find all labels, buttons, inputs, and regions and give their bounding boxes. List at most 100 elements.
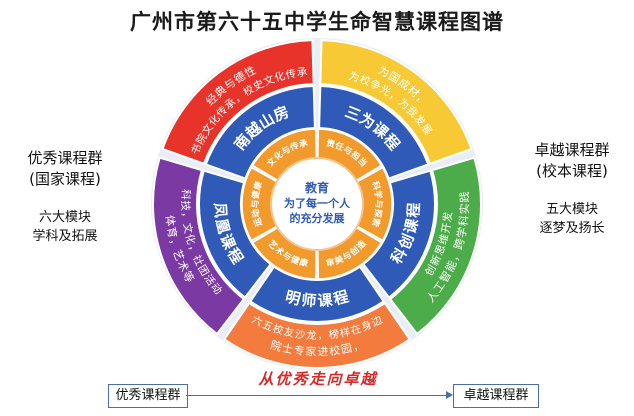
svg-text:沙: 沙 [294,328,306,341]
flow-from-box: 优秀课程群 [108,384,188,408]
course-name-3: 明师课程 [283,287,350,310]
slogan-text: 从优秀走向卓越 [258,370,378,388]
svg-text:校: 校 [358,73,373,89]
left-group-heading-2: (国家课程) [29,170,101,188]
svg-text:龙: 龙 [306,329,318,342]
svg-text:思: 思 [433,243,448,257]
outer-segment-4 [152,156,246,336]
left-course-group: 优秀课程群 (国家课程) 六大模块 学科及拓展 [5,148,125,246]
svg-text:审: 审 [325,257,336,270]
svg-text:文: 文 [180,222,195,235]
svg-text:探: 探 [372,208,384,219]
svg-text:样: 样 [339,325,352,340]
page-title: 广州市第六十五中学生命智慧课程图谱 [130,10,504,34]
svg-text:跨: 跨 [452,237,467,251]
right-group-heading-1: 卓越课程群 [534,141,610,159]
svg-text:学: 学 [454,226,470,239]
right-group-sub-2: 逐梦及扬长 [539,221,605,236]
svg-text:团: 团 [195,263,211,278]
svg-text:五: 五 [260,319,274,334]
svg-text:在: 在 [349,323,363,338]
svg-text:程: 程 [332,287,351,308]
svg-text:科: 科 [456,214,471,227]
course-segment-0 [204,85,316,180]
svg-text:索: 索 [369,217,382,229]
svg-text:身: 身 [359,318,374,334]
svg-text:传: 传 [288,140,301,154]
svg-text:，: ， [179,211,192,223]
outer-text-3-b: 六五校友沙龙，榜样在身边 [250,314,385,343]
center-text-1: 为了每一个人 [284,196,351,210]
svg-text:健: 健 [250,189,262,200]
svg-text:园: 园 [340,342,353,357]
svg-text:传: 传 [285,68,298,82]
svg-text:，: ， [167,237,182,251]
left-group-heading-1: 优秀课程群 [27,149,103,167]
svg-text:体: 体 [163,214,178,227]
right-group-sub-1: 五大模块 [545,202,598,217]
svg-text:，: ， [448,248,464,263]
svg-text:师: 师 [301,291,317,310]
svg-text:房: 房 [271,103,292,125]
course-segment-4 [198,169,273,299]
course-segment-1 [318,85,430,180]
svg-text:凰: 凰 [212,217,233,236]
svg-text:科: 科 [369,180,382,192]
course-segment-3 [248,265,386,323]
outer-segment-1 [319,39,473,166]
svg-text:运: 运 [253,216,265,228]
right-group-heading-2: (校本课程) [536,162,608,180]
svg-text:实: 实 [457,203,471,214]
svg-text:为: 为 [376,64,392,81]
svg-text:专: 专 [293,343,306,358]
left-group-sub-2: 学科及拓展 [32,229,98,244]
svg-text:技: 技 [179,200,192,211]
svg-text:六: 六 [250,314,265,329]
svg-text:，: ， [351,338,365,354]
flow-arrow-head-icon [446,391,453,399]
svg-text:化: 化 [183,232,198,246]
flow-to-box: 卓越课程群 [453,384,539,408]
svg-text:凤: 凤 [211,202,230,218]
right-course-group: 卓越课程群 (校本课程) 五大模块 逐梦及扬长 [512,140,632,238]
svg-text:课: 课 [401,216,422,236]
svg-text:明: 明 [283,287,302,308]
svg-text:践: 践 [457,191,472,203]
svg-text:艺: 艺 [170,248,186,263]
center-text-0: 教育 [304,180,329,195]
svg-text:康: 康 [298,257,309,270]
svg-text:创: 创 [395,231,418,253]
svg-text:维: 维 [436,232,451,246]
left-group-sub-1: 六大模块 [38,210,91,225]
svg-text:家: 家 [305,344,317,358]
svg-text:康: 康 [252,180,265,192]
svg-text:与: 与 [250,200,261,209]
svg-text:校: 校 [328,343,341,358]
svg-text:动: 动 [250,208,262,219]
svg-text:承: 承 [296,66,308,79]
outer-segment-2 [388,156,482,336]
svg-text:与: 与 [373,200,384,209]
outer-segment-0 [161,39,315,166]
svg-text:书: 书 [189,142,204,157]
svg-text:三: 三 [342,103,363,125]
svg-text:育: 育 [164,226,180,239]
course-segment-2 [361,169,436,299]
svg-text:，: ， [317,330,328,342]
svg-text:文: 文 [262,72,277,88]
svg-text:责: 责 [325,138,336,151]
center-text-2: 的充分发展 [290,211,346,225]
svg-text:任: 任 [333,140,346,154]
svg-text:士: 士 [281,342,294,357]
